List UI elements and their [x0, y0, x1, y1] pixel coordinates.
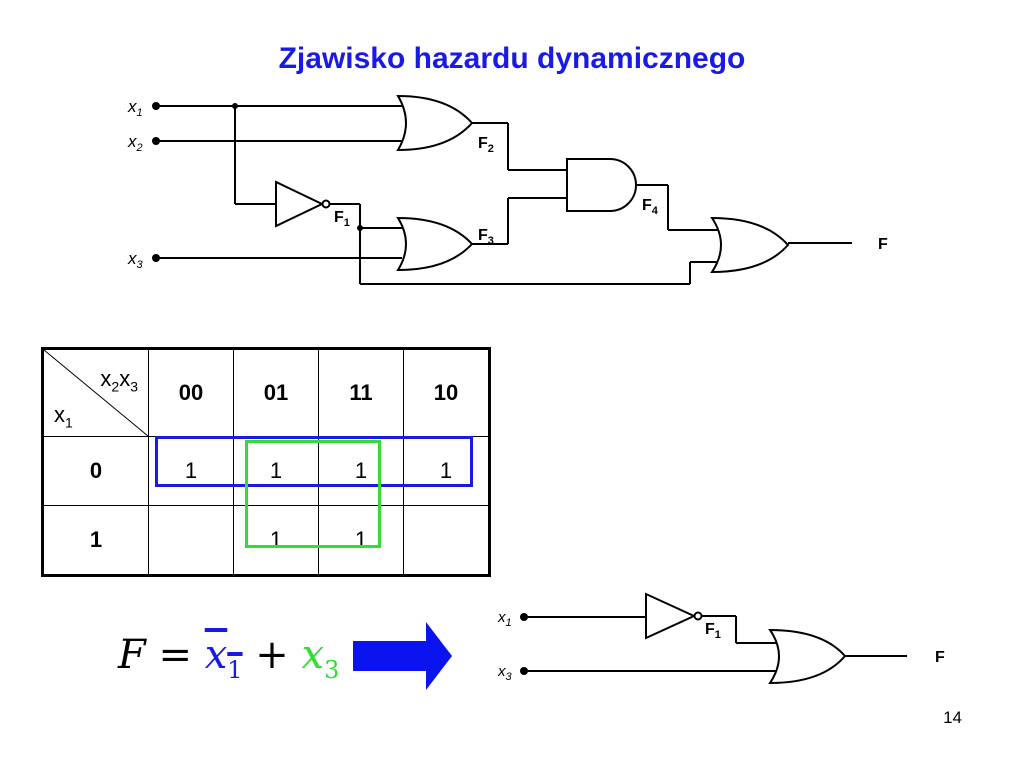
- or-gate-bottom: [768, 628, 847, 685]
- not-gate-bottom: [645, 592, 697, 640]
- bottom-input-x3-label: x3: [497, 663, 513, 683]
- and-gate: [566, 158, 637, 212]
- node-f2-label: F2: [478, 135, 494, 155]
- kmap-row-var: x1: [54, 401, 73, 430]
- input-x3-label: x3: [127, 249, 144, 271]
- kmap-col-header: 10: [403, 348, 490, 437]
- kmap-row-header: 0: [42, 436, 149, 506]
- kmap-col-header: 01: [233, 348, 319, 437]
- kmap-col-header: 00: [148, 348, 234, 437]
- node-f1-label: F1: [334, 209, 350, 229]
- kmap-corner: x2x3 x1: [42, 348, 149, 437]
- boolean-formula: F = x1 + x3: [118, 632, 339, 684]
- or-gate-1: [396, 94, 474, 152]
- not-gate-1: [275, 180, 325, 228]
- kmap-col-header: 11: [318, 348, 404, 437]
- formula-term1: x1: [204, 632, 243, 684]
- output-f-label: F: [878, 236, 888, 253]
- kmap-cell: 1: [403, 436, 490, 506]
- formula-equals: =: [158, 632, 192, 678]
- or-gate-2: [396, 216, 474, 272]
- slide-title: Zjawisko hazardu dynamicznego: [278, 42, 746, 75]
- kmap-cell: 1: [318, 505, 404, 576]
- node-f3-label: F3: [478, 227, 494, 247]
- kmap-cell: 1: [318, 436, 404, 506]
- formula-lhs: F: [118, 632, 146, 678]
- node-f4-label: F4: [642, 197, 659, 217]
- right-arrow-icon: [353, 622, 452, 690]
- input-x1-label: x1: [127, 97, 143, 119]
- kmap-cell: [148, 505, 234, 576]
- kmap-cell: [403, 505, 490, 576]
- or-gate-final: [710, 216, 790, 274]
- karnaugh-map: x2x3 x1 00 01 11 10 0 1 1 1 1 1 1 1: [41, 347, 491, 577]
- kmap-row: 1 1 1: [42, 505, 490, 576]
- kmap-group-row: [155, 436, 473, 487]
- page-number: 14: [943, 708, 962, 727]
- formula-plus: +: [255, 632, 289, 678]
- kmap-cell: 1: [148, 436, 234, 506]
- kmap-col-vars: x2x3: [100, 366, 138, 395]
- formula-term2: x3: [301, 632, 340, 684]
- bottom-node-f1-label: F1: [705, 621, 721, 641]
- input-x2-label: x2: [127, 132, 143, 154]
- bottom-output-f-label: F: [935, 649, 945, 666]
- kmap-row-header: 1: [42, 505, 149, 576]
- bottom-input-x1-label: x1: [497, 609, 512, 629]
- kmap-group-column: [245, 440, 381, 548]
